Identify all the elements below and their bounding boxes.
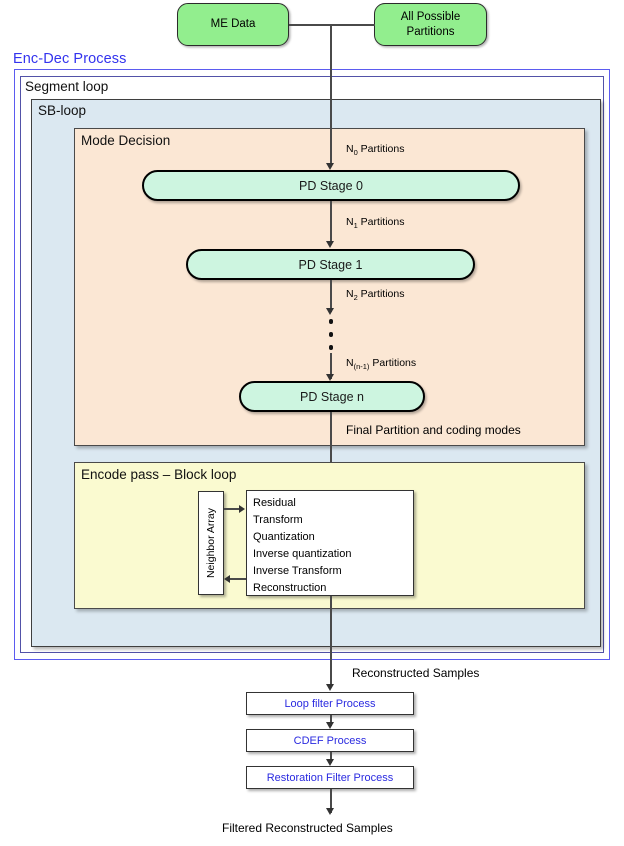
restoration-filter-process-label: Restoration Filter Process xyxy=(266,771,394,784)
pipeline-step-reconstruction: Reconstruction xyxy=(253,582,327,594)
connector-encode-pass-to-loopfilter xyxy=(330,596,332,686)
arrowhead-to-dots xyxy=(326,308,334,315)
edge-label-n2-partitions: N2 Partitions xyxy=(346,288,405,303)
segment-loop-label: Segment loop xyxy=(25,79,109,94)
pd-stage-0-label: PD Stage 0 xyxy=(299,178,363,193)
terminal-me-data-label: ME Data xyxy=(210,18,256,31)
connector-neighbor-to-pipeline xyxy=(224,508,240,510)
restoration-filter-process-box[interactable]: Restoration Filter Process xyxy=(246,766,414,789)
edge-label-n1-partitions: N1 Partitions xyxy=(346,216,405,231)
pd-stage-n[interactable]: PD Stage n xyxy=(239,381,425,412)
block-pipeline-box[interactable]: Residual Transform Quantization Inverse … xyxy=(246,490,414,596)
terminal-all-possible-partitions-label: All Possible Partitions xyxy=(400,11,461,38)
pd-stage-1-label: PD Stage 1 xyxy=(298,257,363,272)
connector-input-to-stage0 xyxy=(330,24,332,165)
edge-label-nn1-partitions: N(n-1) Partitions xyxy=(346,357,417,372)
ellipsis-dot-2 xyxy=(328,332,333,337)
pd-stage-1[interactable]: PD Stage 1 xyxy=(186,249,475,280)
connector-pipeline-to-neighbor xyxy=(230,578,246,580)
arrowhead-to-output xyxy=(326,808,334,815)
connector-restoration-to-output xyxy=(330,789,332,813)
pd-stage-n-label: PD Stage n xyxy=(300,389,364,404)
loop-filter-process-label: Loop filter Process xyxy=(284,697,376,710)
edge-label-n0-partitions: N0 Partitions xyxy=(346,143,405,158)
edge-label-final-partition: Final Partition and coding modes xyxy=(346,423,521,437)
pipeline-step-residual: Residual xyxy=(253,497,296,509)
loop-filter-process-box[interactable]: Loop filter Process xyxy=(246,692,414,715)
connector-loopfilter-to-cdef xyxy=(330,715,332,726)
arrowhead-pipeline-to-neighbor xyxy=(224,575,230,583)
sb-loop-label: SB-loop xyxy=(38,103,87,118)
terminal-me-data[interactable]: ME Data xyxy=(177,3,289,46)
cdef-process-box[interactable]: CDEF Process xyxy=(246,729,414,752)
encode-pass-label: Encode pass – Block loop xyxy=(81,467,237,482)
pipeline-step-transform: Transform xyxy=(253,514,303,526)
mode-decision-label: Mode Decision xyxy=(81,133,171,148)
arrowhead-to-cdef xyxy=(326,722,334,729)
arrowhead-to-stage1 xyxy=(326,241,334,248)
enc-dec-process-label: Enc-Dec Process xyxy=(13,51,127,67)
ellipsis-dot-1 xyxy=(328,319,333,324)
connector-inputs-horizontal xyxy=(289,24,375,26)
block-pipeline-list: Residual Transform Quantization Inverse … xyxy=(247,491,413,597)
connector-stage1-to-dots xyxy=(330,280,332,312)
output-filtered-reconstructed-samples: Filtered Reconstructed Samples xyxy=(222,821,393,835)
neighbor-array-label: Neighbor Array xyxy=(205,507,218,579)
pipeline-step-quantization: Quantization xyxy=(253,531,315,543)
pd-stage-0[interactable]: PD Stage 0 xyxy=(142,170,520,201)
arrowhead-to-restoration xyxy=(326,759,334,766)
connector-dots-to-stagen xyxy=(330,353,332,379)
enc-dec-process-container xyxy=(14,69,610,660)
pipeline-step-inverse-quantization: Inverse quantization xyxy=(253,548,352,560)
arrowhead-to-stagen xyxy=(326,374,334,381)
cdef-process-label: CDEF Process xyxy=(293,734,367,747)
connector-cdef-to-restoration xyxy=(330,752,332,763)
arrowhead-to-loopfilter xyxy=(326,684,334,691)
ellipsis-dot-3 xyxy=(328,345,333,350)
terminal-all-possible-partitions[interactable]: All Possible Partitions xyxy=(374,3,487,46)
connector-stagen-to-encode-pass xyxy=(330,412,332,488)
arrowhead-neighbor-to-pipeline xyxy=(239,505,245,513)
neighbor-array-box[interactable]: Neighbor Array xyxy=(198,491,224,595)
edge-label-reconstructed-samples: Reconstructed Samples xyxy=(352,666,480,680)
connector-stage0-to-stage1 xyxy=(330,201,332,243)
pipeline-step-inverse-transform: Inverse Transform xyxy=(253,565,342,577)
arrowhead-to-stage0 xyxy=(326,163,334,170)
